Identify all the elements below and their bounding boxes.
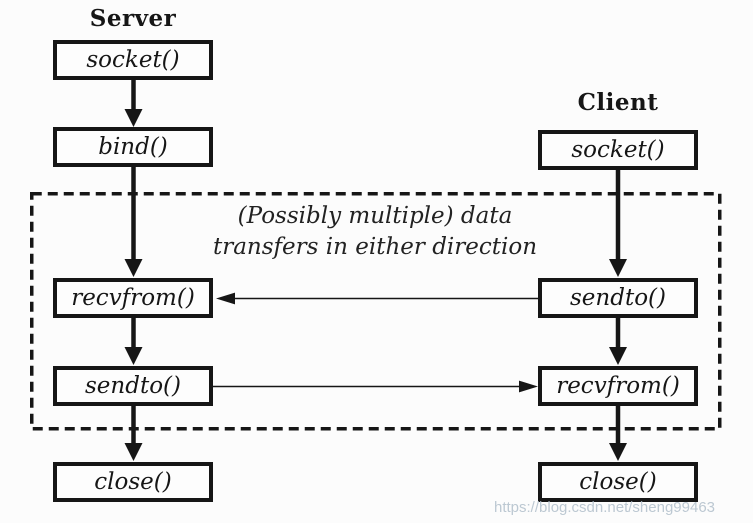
client-recvfrom-box: recvfrom() <box>538 366 698 406</box>
server-socket-label: socket() <box>86 47 180 73</box>
transfer-annotation: (Possibly multiple) data transfers in ei… <box>205 201 545 263</box>
arrow-client-recvfrom-to-close <box>609 406 627 461</box>
arrow-client-sendto-to-server-recvfrom <box>216 292 538 305</box>
arrow-client-socket-to-sendto <box>609 170 627 277</box>
arrow-server-bind-to-recvfrom <box>124 167 143 277</box>
transfer-annotation-line1: (Possibly multiple) data <box>237 203 513 229</box>
server-bind-box: bind() <box>53 127 213 167</box>
csdn-watermark: https://blog.csdn.net/sheng99463 <box>494 499 716 516</box>
arrow-server-recvfrom-to-sendto <box>124 318 143 365</box>
client-sendto-box: sendto() <box>538 278 698 318</box>
server-recvfrom-box: recvfrom() <box>53 278 213 318</box>
server-close-box: close() <box>53 462 213 502</box>
transfer-annotation-line2: transfers in either direction <box>212 234 538 260</box>
server-socket-box: socket() <box>53 40 213 80</box>
server-close-label: close() <box>94 469 172 495</box>
arrow-client-sendto-to-recvfrom <box>609 318 627 365</box>
client-recvfrom-label: recvfrom() <box>556 373 680 399</box>
server-sendto-label: sendto() <box>85 373 181 399</box>
server-bind-label: bind() <box>98 134 168 160</box>
arrow-server-sendto-to-close <box>124 406 143 461</box>
client-close-box: close() <box>538 462 698 502</box>
arrow-server-socket-to-bind <box>124 80 143 127</box>
client-sendto-label: sendto() <box>570 285 666 311</box>
client-socket-box: socket() <box>538 130 698 170</box>
client-close-label: close() <box>579 469 657 495</box>
client-column-title: Client <box>577 89 659 116</box>
server-sendto-box: sendto() <box>53 366 213 406</box>
server-column-title: Server <box>89 5 177 32</box>
arrow-server-sendto-to-client-recvfrom <box>213 380 538 393</box>
dashed-transfer-region-border <box>30 192 722 431</box>
client-socket-label: socket() <box>571 137 665 163</box>
server-recvfrom-label: recvfrom() <box>71 285 195 311</box>
